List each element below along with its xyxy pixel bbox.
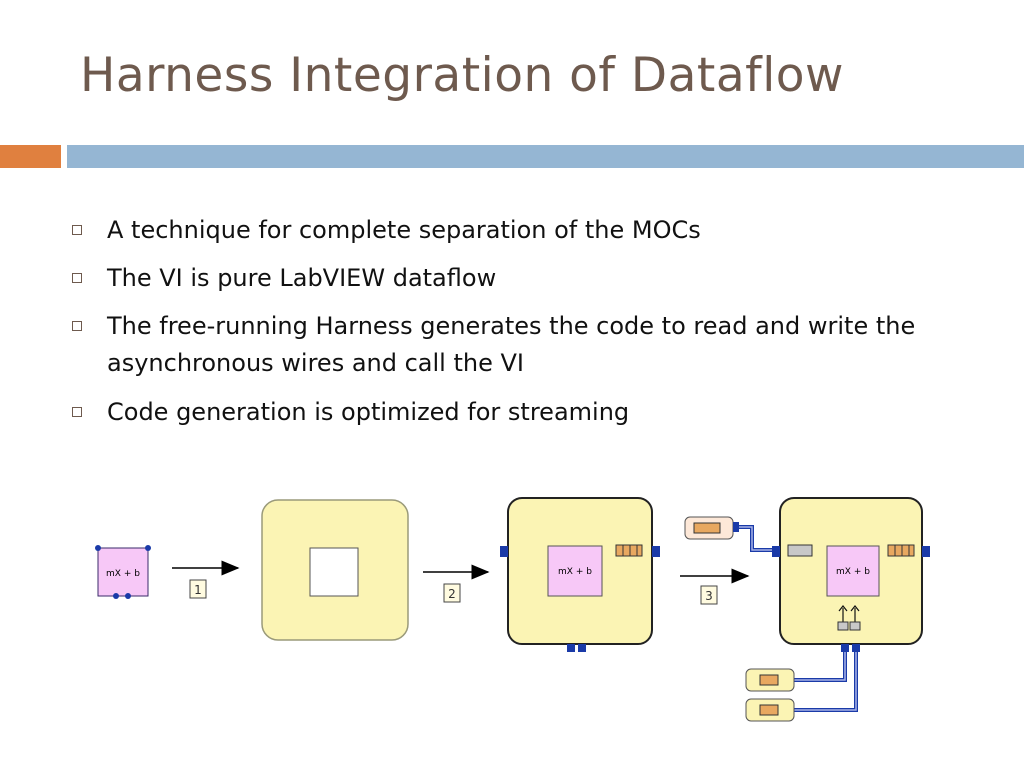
vi-node-bare: mX + b bbox=[95, 545, 151, 599]
bullet-square-icon bbox=[72, 273, 82, 283]
node-label: mX + b bbox=[558, 567, 592, 577]
title-rule-orange bbox=[0, 145, 61, 168]
harness-frame: mX + b bbox=[684, 497, 930, 722]
step-label: 1 bbox=[194, 583, 202, 597]
bullet-text: A technique for complete separation of t… bbox=[107, 216, 701, 244]
node-label: mX + b bbox=[836, 567, 870, 577]
bullet-square-icon bbox=[72, 225, 82, 235]
node-label: mX + b bbox=[106, 569, 140, 579]
title-rule-blue bbox=[67, 145, 1024, 168]
bullet-text: The VI is pure LabVIEW dataflow bbox=[107, 264, 497, 292]
bullet-list: A technique for complete separation of t… bbox=[72, 212, 952, 442]
step-label: 3 bbox=[705, 589, 713, 603]
bullet-text: The free-running Harness generates the c… bbox=[107, 312, 916, 377]
bullet-text: Code generation is optimized for streami… bbox=[107, 398, 630, 426]
harness-diagram: mX + b 1 2 mX + b 3 bbox=[95, 497, 930, 722]
bullet-item: A technique for complete separation of t… bbox=[72, 212, 952, 248]
frame-with-node: mX + b bbox=[500, 497, 660, 652]
bullet-item: The free-running Harness generates the c… bbox=[72, 308, 952, 382]
bullet-square-icon bbox=[72, 321, 82, 331]
step-label: 2 bbox=[448, 587, 456, 601]
bullet-item: The VI is pure LabVIEW dataflow bbox=[72, 260, 952, 296]
empty-frame bbox=[261, 499, 409, 641]
slide-title: Harness Integration of Dataflow bbox=[80, 48, 844, 103]
bullet-item: Code generation is optimized for streami… bbox=[72, 394, 952, 430]
bullet-square-icon bbox=[72, 407, 82, 417]
